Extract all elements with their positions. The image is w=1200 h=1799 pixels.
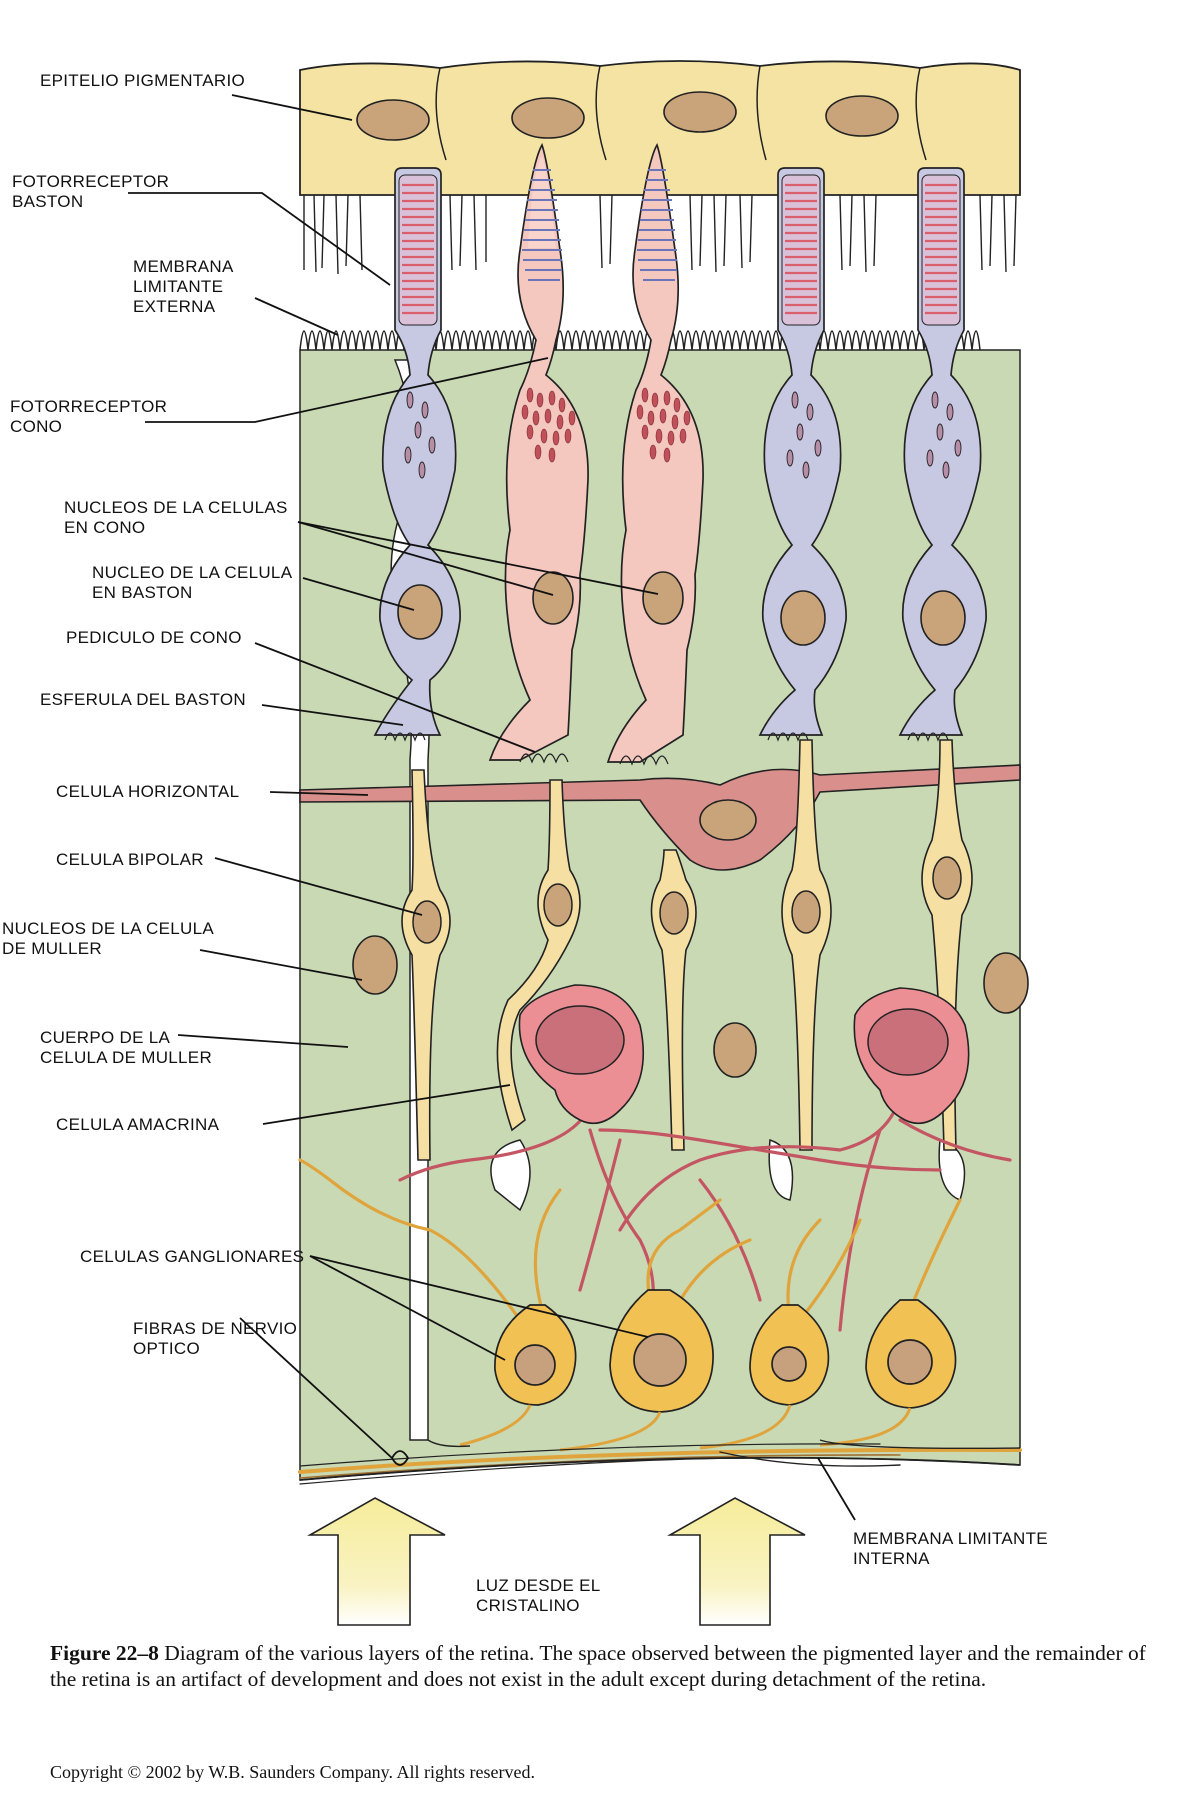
label-celula-amacrina: CELULA AMACRINA <box>56 1115 220 1134</box>
light-arrow <box>666 1497 806 1626</box>
muller-nuclei <box>352 935 1029 1078</box>
amacrine-cells <box>398 984 1012 1332</box>
rod-cells <box>373 167 987 736</box>
label-fotorreceptor-baston: FOTORRECEPTOR BASTON <box>12 172 174 211</box>
label-pediculo-cono: PEDICULO DE CONO <box>66 628 242 647</box>
rod-cell <box>758 167 847 736</box>
label-membrana-limitante-externa: MEMBRANA LIMITANTE EXTERNA <box>133 257 238 316</box>
label-luz-desde-cristalino: LUZ DESDE EL CRISTALINO <box>476 1576 605 1615</box>
caption-text: Diagram of the various layers of the ret… <box>50 1641 1146 1691</box>
figure-number: Figure 22–8 <box>50 1641 159 1665</box>
inner-limiting-membrane <box>299 1456 1021 1481</box>
leader-lines <box>128 94 856 1521</box>
light-arrow <box>306 1497 446 1626</box>
cone-cells <box>384 142 949 766</box>
label-celula-bipolar: CELULA BIPOLAR <box>56 850 204 869</box>
label-esferula-baston: ESFERULA DEL BASTON <box>40 690 246 709</box>
label-celula-horizontal: CELULA HORIZONTAL <box>56 782 239 801</box>
figure-caption: Figure 22–8 Diagram of the various layer… <box>50 1640 1160 1692</box>
label-epitelio-pigmentario: EPITELIO PIGMENTARIO <box>40 71 245 90</box>
bipolar-nuclei <box>412 856 962 944</box>
label-fibras-nervio-optico: FIBRAS DE NERVIO OPTICO <box>133 1319 302 1358</box>
diagram-labels: EPITELIO PIGMENTARIO FOTORRECEPTOR BASTO… <box>2 71 1053 1615</box>
label-fotorreceptor-cono: FOTORRECEPTOR CONO <box>10 397 172 436</box>
label-membrana-limitante-interna: MEMBRANA LIMITANTE INTERNA <box>853 1529 1053 1568</box>
label-nucleos-celula-muller: NUCLEOS DE LA CELULA DE MULLER <box>2 919 218 958</box>
rod-cell <box>898 167 987 736</box>
label-celulas-ganglionares: CELULAS GANGLIONARES <box>80 1247 304 1266</box>
ganglion-cells <box>298 1158 962 1452</box>
copyright-notice: Copyright © 2002 by W.B. Saunders Compan… <box>50 1762 535 1782</box>
label-cuerpo-celula-muller: CUERPO DE LA CELULA DE MULLER <box>40 1028 212 1067</box>
pigment-epithelium <box>299 60 1021 275</box>
label-nucleos-celulas-cono: NUCLEOS DE LA CELULAS EN CONO <box>64 498 293 537</box>
label-nucleo-celula-baston: NUCLEO DE LA CELULA EN BASTON <box>92 563 296 602</box>
